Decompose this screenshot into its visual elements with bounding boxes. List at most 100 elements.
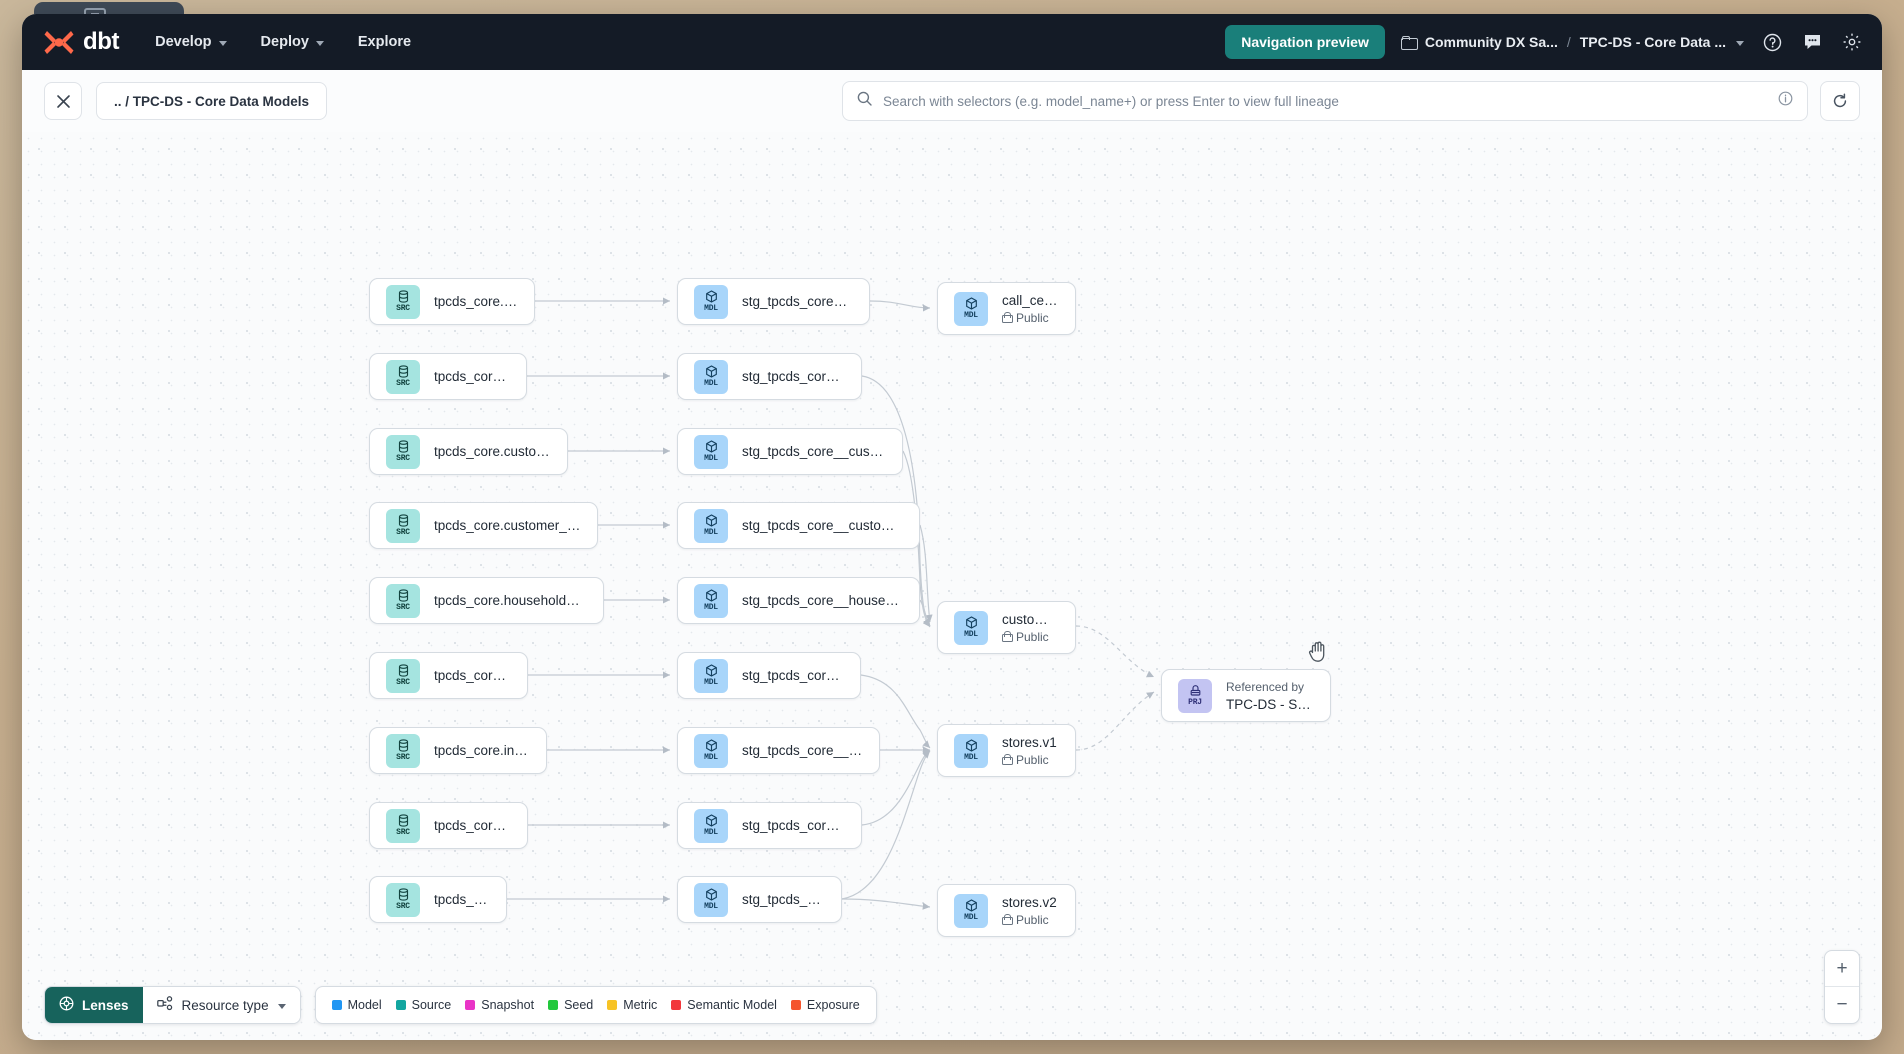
dbt-logo-icon <box>44 29 74 56</box>
lineage-node-call-centers[interactable]: MDL call_centersPublic <box>937 282 1076 335</box>
node-name: tpcds_core.date_dim <box>434 668 511 683</box>
dbt-logo[interactable]: dbt <box>44 28 120 56</box>
mdl-badge-icon: MDL <box>954 291 988 326</box>
lineage-node-tpcds-core-household-demographics[interactable]: SRC tpcds_core.household_demographics <box>369 577 604 624</box>
legend-item-semantic-model[interactable]: Semantic Model <box>671 998 777 1012</box>
info-icon[interactable] <box>1778 91 1793 111</box>
lineage-canvas[interactable]: SRCtpcds_core.call_centerSRCtpcds_core.c… <box>22 132 1882 1040</box>
node-text: tpcds_core.household_demographics <box>434 593 587 608</box>
lenses-icon <box>59 996 74 1014</box>
node-access-label: Public <box>1016 912 1049 927</box>
lenses-label: Lenses <box>82 997 129 1013</box>
lineage-node-stg-tpcds-core-inventory[interactable]: MDL stg_tpcds_core__inventory <box>677 802 862 849</box>
lock-icon <box>1002 312 1013 323</box>
node-text: stg_tpcds_core__call_center <box>742 294 853 309</box>
project-crumb[interactable]: TPC-DS - Core Data ... <box>1579 34 1726 50</box>
legend-item-exposure[interactable]: Exposure <box>790 998 860 1012</box>
settings-gear-icon[interactable] <box>1840 30 1864 54</box>
close-lineage-button[interactable] <box>44 82 82 120</box>
node-text: stg_tpcds_core__store <box>742 892 825 907</box>
header-breadcrumb: Community DX Sa... / TPC-DS - Core Data … <box>1400 34 1744 50</box>
node-text: stg_tpcds_core__customer_demogra… <box>742 518 903 533</box>
crumb-separator: / <box>1566 34 1571 50</box>
mdl-badge-icon: MDL <box>694 284 728 319</box>
lineage-node-tpcds-core-date-dim[interactable]: SRC tpcds_core.date_dim <box>369 652 528 699</box>
zoom-in-button[interactable]: + <box>1825 951 1859 987</box>
resource-type-label: Resource type <box>181 997 269 1013</box>
nav-item-deploy[interactable]: Deploy <box>259 28 326 56</box>
mdl-badge-icon: MDL <box>954 893 988 928</box>
lineage-node-stg-tpcds-core-call-center[interactable]: MDL stg_tpcds_core__call_center <box>677 278 870 325</box>
node-name: stg_tpcds_core__household_demogr… <box>742 593 903 608</box>
src-badge-icon: SRC <box>386 583 420 618</box>
navigation-preview-button[interactable]: Navigation preview <box>1225 25 1385 59</box>
chevron-down-icon <box>277 1003 286 1009</box>
legend-item-metric[interactable]: Metric <box>607 998 657 1012</box>
node-name: stg_tpcds_core__call_center <box>742 294 853 309</box>
nav-item-develop-label: Develop <box>155 34 212 50</box>
legend-color-swatch <box>671 1000 682 1010</box>
chevron-down-icon[interactable] <box>1736 40 1744 46</box>
node-name: tpcds_core.store <box>434 892 490 907</box>
node-text: stg_tpcds_core__inventory <box>742 818 845 833</box>
node-access-label: Public <box>1016 310 1049 325</box>
lenses-button[interactable]: Lenses <box>45 987 143 1023</box>
legend-item-seed[interactable]: Seed <box>548 998 593 1012</box>
node-text: tpcds_core.customer <box>434 369 510 384</box>
legend-item-snapshot[interactable]: Snapshot <box>465 998 534 1012</box>
node-name: stg_tpcds_core__income_band <box>742 743 863 758</box>
folder-icon <box>1400 36 1418 50</box>
src-badge-icon: SRC <box>386 508 420 543</box>
lineage-breadcrumb-pill[interactable]: .. / TPC-DS - Core Data Models <box>96 82 328 120</box>
legend-label: Exposure <box>806 998 860 1012</box>
nav-item-explore[interactable]: Explore <box>356 28 413 56</box>
zoom-out-button[interactable]: − <box>1836 994 1848 1015</box>
node-text: stg_tpcds_core__household_demogr… <box>742 593 903 608</box>
node-text: call_centersPublic <box>1002 293 1059 325</box>
lock-icon <box>1002 754 1013 765</box>
search-input[interactable] <box>883 93 1767 109</box>
help-circle-icon[interactable] <box>1760 30 1784 54</box>
src-badge-icon: SRC <box>386 658 420 693</box>
legend-item-source[interactable]: Source <box>395 998 451 1012</box>
node-name: stores.v2 <box>1002 894 1057 910</box>
lineage-node-tpcds-core-store[interactable]: SRC tpcds_core.store <box>369 876 507 923</box>
top-navigation-bar: dbt Develop Deploy Explore Navigation pr… <box>22 14 1882 70</box>
chevron-down-icon <box>218 40 227 46</box>
lineage-node-stg-tpcds-core-customer-demogra-[interactable]: MDL stg_tpcds_core__customer_demogra… <box>677 502 920 549</box>
legend-item-model[interactable]: Model <box>331 998 382 1012</box>
resource-type-button[interactable]: Resource type <box>142 987 300 1023</box>
node-text: tpcds_core.customer_address <box>434 444 551 459</box>
src-badge-icon: SRC <box>386 882 420 917</box>
node-text: stg_tpcds_core__customer_address <box>742 444 886 459</box>
grab-hand-cursor <box>1308 640 1328 667</box>
node-text: stg_tpcds_core__customer <box>742 369 845 384</box>
mdl-badge-icon: MDL <box>694 808 728 843</box>
nav-item-develop[interactable]: Develop <box>153 28 228 56</box>
refresh-button[interactable] <box>1820 81 1860 121</box>
brand-text: dbt <box>83 28 120 55</box>
node-name: stg_tpcds_core__customer <box>742 369 845 384</box>
account-crumb[interactable]: Community DX Sa... <box>1424 34 1558 50</box>
mdl-badge-icon: MDL <box>694 508 728 543</box>
lineage-node-stg-tpcds-core-household-demogr-[interactable]: MDLstg_tpcds_core__household_demogr… <box>677 577 920 624</box>
feedback-icon[interactable] <box>1800 30 1824 54</box>
search-box[interactable] <box>842 81 1808 121</box>
